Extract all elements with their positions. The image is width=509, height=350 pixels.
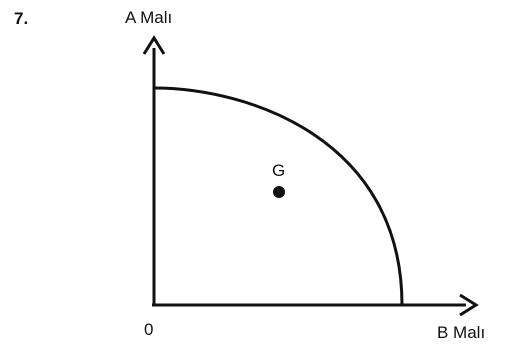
y-axis-arrowhead bbox=[142, 35, 166, 55]
y-axis-label: A Malı bbox=[125, 8, 173, 27]
production-possibility-curve bbox=[153, 86, 404, 306]
point-g-dot bbox=[273, 186, 285, 198]
question-number: 7. bbox=[14, 9, 29, 28]
x-axis-label: B Malı bbox=[437, 323, 486, 342]
point-label: G bbox=[272, 161, 286, 180]
origin-label: 0 bbox=[144, 320, 154, 339]
x-axis-arrowhead bbox=[459, 293, 479, 317]
